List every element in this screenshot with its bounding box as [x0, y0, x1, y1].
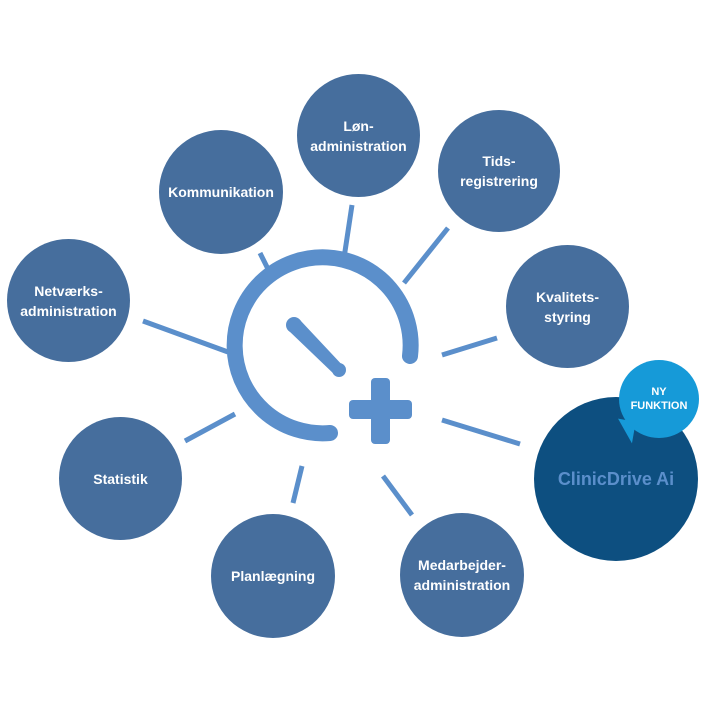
node-label-line: Medarbejder- [418, 557, 506, 573]
hub-needle [288, 320, 345, 376]
node-label-line: Statistik [93, 470, 148, 487]
node-tidsregistrering[interactable]: Tids- registrering [438, 110, 560, 232]
stopwatch-plus-icon [226, 249, 419, 444]
new-feature-badge: NY FUNKTION [619, 360, 699, 438]
node-label-line: administration [310, 137, 407, 154]
hub-plus-horizontal [349, 400, 412, 419]
node-label-line: Kvalitets- [535, 288, 600, 305]
connector-ai [441, 417, 521, 447]
node-statistik[interactable]: Statistik [59, 417, 182, 540]
node-medarbejderadministration[interactable]: Medarbejder- administration [400, 513, 524, 637]
connector-statistik [183, 411, 237, 444]
badge-line: FUNKTION [630, 400, 688, 412]
node-lon-administration[interactable]: Løn- administration [297, 74, 420, 197]
node-label-line: ClinicDrive Ai [557, 469, 675, 489]
connector-kvalitet [441, 335, 498, 358]
node-label-line: Kommunikation [168, 184, 274, 200]
node-label-line: Løn- [343, 117, 374, 134]
node-kommunikation[interactable]: Kommunikation [159, 130, 283, 254]
node-label-line: administration [413, 577, 511, 593]
connector-tids [402, 226, 450, 285]
hub-needle-tip [286, 317, 302, 333]
node-label-line: Netværks- [34, 282, 103, 299]
connectors [142, 204, 521, 517]
connector-medarbejder [380, 474, 415, 517]
connector-netvaerk [142, 318, 229, 355]
node-label-line: administration [20, 302, 117, 319]
connector-planlaegning [290, 465, 305, 504]
node-label-line: registrering [460, 173, 538, 189]
node-label-line: Planlægning [231, 568, 315, 584]
node-netvaerksadministration[interactable]: Netværks- administration [7, 239, 130, 362]
node-planlaegning[interactable]: Planlægning [211, 514, 335, 638]
node-kvalitetsstyring[interactable]: Kvalitets- styring [506, 245, 629, 368]
connector-lon [341, 204, 355, 259]
node-label-line: styring [544, 308, 591, 325]
node-label-line: Tids- [482, 153, 516, 169]
hub-needle-base [332, 363, 346, 377]
hub-ring [226, 249, 419, 442]
badge-line: NY [651, 386, 667, 398]
